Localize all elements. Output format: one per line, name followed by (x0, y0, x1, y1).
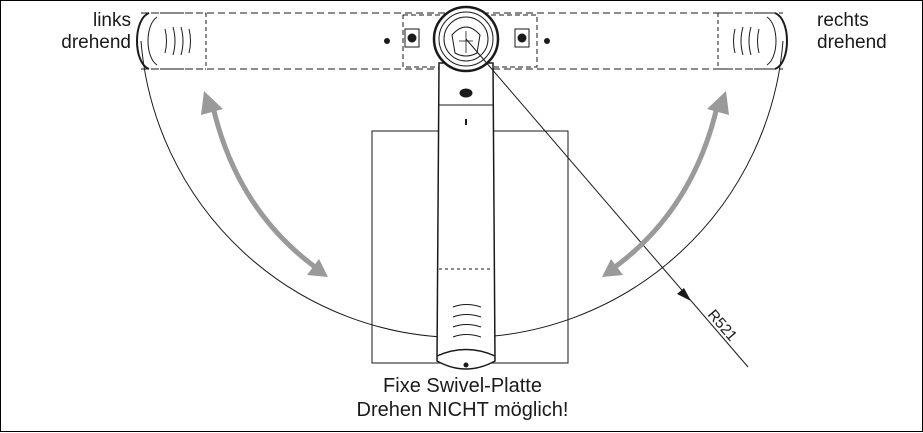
radius-arrow-head-icon (677, 288, 691, 301)
caption: Fixe Swivel-Platte Drehen NICHT möglich! (1, 374, 923, 422)
radius-dimension: R521 (465, 38, 749, 368)
caption-line1: Fixe Swivel-Platte (383, 375, 542, 397)
stand-neck (436, 62, 496, 370)
label-rotate-right: rechts drehend (817, 10, 917, 54)
right-rotation-arrow-icon (602, 91, 729, 277)
label-right-line2: drehend (817, 32, 887, 53)
caption-line2: Drehen NICHT möglich! (356, 399, 569, 421)
radius-label: R521 (704, 306, 740, 344)
label-right-line1: rechts (817, 10, 869, 31)
label-left-line2: drehend (61, 32, 131, 53)
label-rotate-left: links drehend (43, 10, 131, 54)
left-end-cap (136, 12, 207, 70)
label-left-line1: links (92, 10, 131, 31)
left-rotation-arrow-icon (201, 91, 328, 277)
right-end-cap (717, 12, 788, 70)
